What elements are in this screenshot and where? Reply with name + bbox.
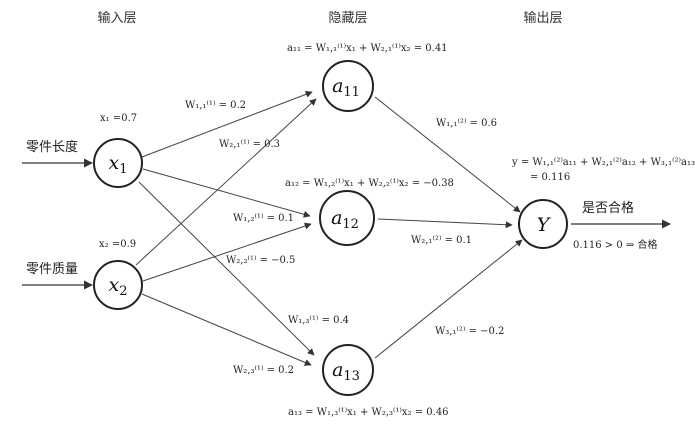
node-a11: a11 [322, 60, 374, 112]
edge-a13-y [374, 239, 523, 359]
feature-label-mass: 零件质量 [26, 262, 78, 277]
node-y: Y [518, 199, 568, 249]
edge-x2-a13 [141, 293, 312, 366]
svg-text:a13: a13 [332, 359, 360, 384]
x1-value: x₁ =0.7 [100, 113, 137, 124]
edge-x2-a11 [135, 98, 317, 266]
input-layer-title: 输入层 [97, 10, 136, 26]
node-a13: a13 [322, 344, 374, 396]
decision-result: 0.116 > 0 ⇒ 合格 [573, 238, 657, 251]
edge-x2-a12 [142, 222, 312, 282]
feature-label-length: 零件长度 [26, 139, 78, 155]
decision-label: 是否合格 [582, 200, 634, 216]
a12-equation: a₁₂ = W₁,₂⁽¹⁾x₁ + W₂,₂⁽¹⁾x₂ = −0.38 [285, 178, 454, 189]
svg-text:Y: Y [537, 214, 552, 236]
output-layer-title: 输出层 [523, 10, 562, 26]
node-x1: x1 [93, 138, 143, 188]
weight-w31-2: W₃,₁⁽²⁾ = −0.2 [435, 326, 504, 337]
weight-w23-1: W₂,₃⁽¹⁾ = 0.2 [233, 365, 294, 376]
edge-x1-a11 [141, 90, 313, 158]
weight-w12-1: W₁,₂⁽¹⁾ = 0.1 [233, 213, 294, 224]
node-x2: x2 [93, 260, 143, 310]
node-a12: a12 [319, 190, 375, 246]
x2-value: x₂ =0.9 [99, 239, 136, 250]
a13-equation: a₁₃ = W₁,₃⁽¹⁾x₁ + W₂,₃⁽¹⁾x₂ = 0.46 [288, 407, 449, 418]
weight-w21-2: W₂,₁⁽²⁾ = 0.1 [411, 235, 472, 246]
hidden-layer-title: 隐藏层 [328, 11, 367, 26]
weight-w13-1: W₁,₃⁽¹⁾ = 0.4 [288, 315, 349, 326]
svg-text:a11: a11 [332, 75, 360, 100]
a11-equation: a₁₁ = W₁,₁⁽¹⁾x₁ + W₂,₁⁽¹⁾x₂ = 0.41 [287, 43, 448, 54]
weight-w11-1: W₁,₁⁽¹⁾ = 0.2 [185, 100, 246, 111]
edge-a12-y [377, 218, 513, 229]
y-equation-line1: y = W₁,₁⁽²⁾a₁₁ + W₂,₁⁽²⁾a₁₂ + W₃,₁⁽²⁾a₁₃ [511, 157, 695, 168]
weight-w22-1: W₂,₂⁽¹⁾ = −0.5 [226, 255, 295, 266]
y-equation-line2: = 0.116 [530, 172, 570, 183]
weight-w11-2: W₁,₁⁽²⁾ = 0.6 [436, 118, 497, 129]
weight-w21-1: W₂,₁⁽¹⁾ = 0.3 [219, 139, 280, 150]
edge-x1-a12 [142, 168, 311, 218]
edge-x1-a13 [138, 181, 315, 356]
svg-text:x1: x1 [109, 152, 128, 177]
edge-a11-y [374, 96, 521, 213]
svg-text:x2: x2 [109, 274, 128, 299]
svg-text:a12: a12 [331, 207, 359, 232]
